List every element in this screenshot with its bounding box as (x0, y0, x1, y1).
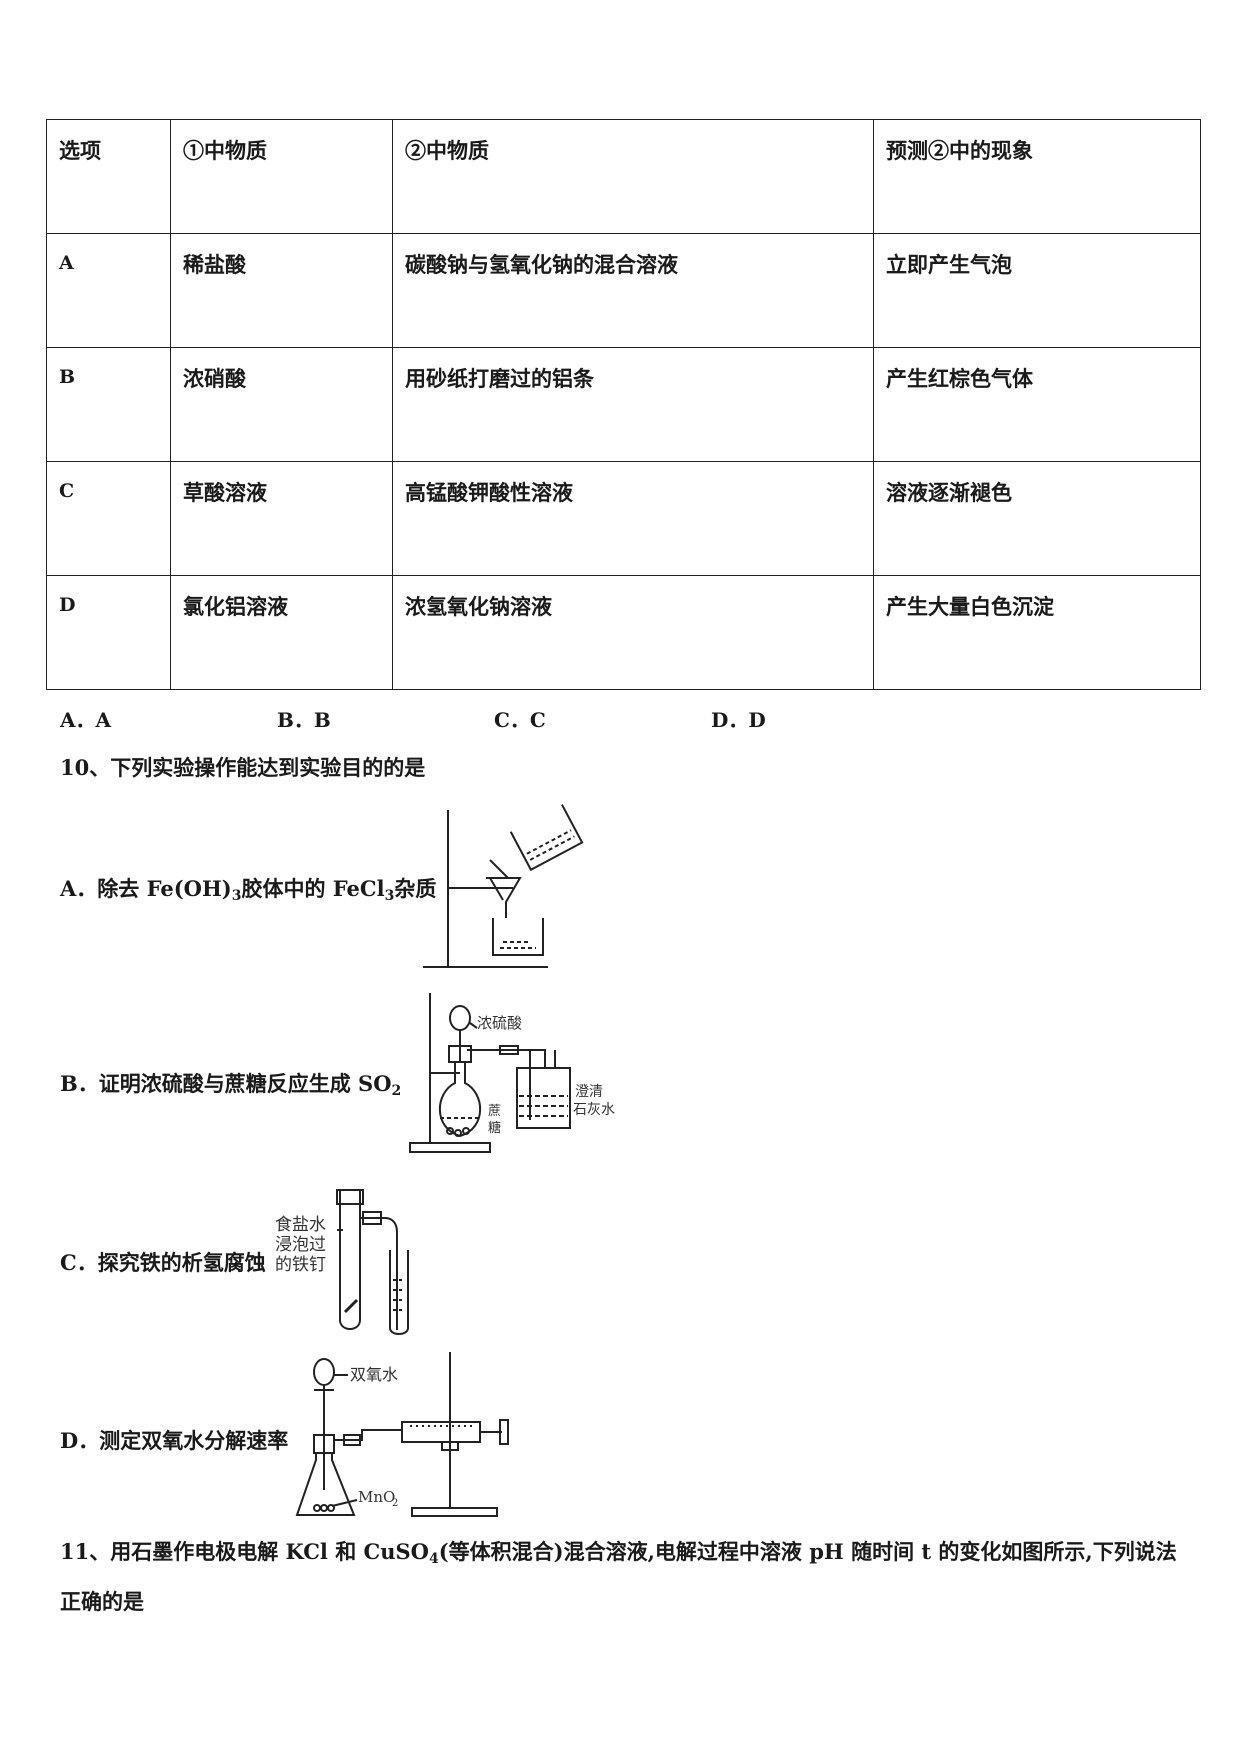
label-sucrose-2: 糖 (488, 1120, 501, 1136)
table-cell: 稀盐酸 (170, 233, 393, 348)
header-cell: ①中物质 (170, 119, 393, 234)
table-row: C 草酸溶液 高锰酸钾酸性溶液 溶液逐渐褪色 (46, 461, 1201, 576)
q9-choice-a: A．A (60, 708, 112, 732)
label-limewater-2: 石灰水 (573, 1102, 615, 1118)
q9-choice-d: D．D (711, 708, 766, 732)
table-cell: 产生大量白色沉淀 (873, 575, 1201, 690)
q10-stem: 10、下列实验操作能达到实验目的的是 (60, 755, 426, 780)
table-cell: 浓氢氧化钠溶液 (392, 575, 874, 690)
label-conc-sulfuric-acid: 浓硫酸 (477, 1014, 522, 1032)
table-cell: 浓硝酸 (170, 347, 393, 462)
table-cell: 用砂纸打磨过的铝条 (392, 347, 874, 462)
q10-option-a: A．除去 Fe(OH)3胶体中的 FeCl3杂质 (60, 876, 437, 904)
q11-stem-line1: 11、用石墨作电极电解 KCl 和 CuSO4(等体积混合)混合溶液,电解过程中… (60, 1539, 1177, 1567)
table-row: A 稀盐酸 碳酸钠与氢氧化钠的混合溶液 立即产生气泡 (46, 233, 1201, 348)
label-iron-nail: 的铁钉 (275, 1255, 326, 1275)
filtration-apparatus-image (423, 804, 584, 968)
table-row: B 浓硝酸 用砂纸打磨过的铝条 产生红棕色气体 (46, 347, 1201, 462)
iron-corrosion-apparatus-image: 食盐水 浸泡过 的铁钉 (275, 1189, 409, 1335)
header-cell: ②中物质 (392, 119, 874, 234)
h2o2-rate-apparatus-image: 双氧水 MnO 2 (295, 1352, 509, 1517)
q9-table: 选项 ①中物质 ②中物质 预测②中的现象 A 稀盐酸 碳酸钠与氢氧化钠的混合溶液… (46, 119, 1201, 690)
q11-stem-line2: 正确的是 (60, 1589, 144, 1614)
sugar-acid-apparatus-image: 浓硫酸 澄清 石灰水 蔗 糖 (409, 993, 615, 1153)
label-sucrose-1: 蔗 (488, 1104, 501, 1119)
option-cell: C (46, 461, 171, 576)
table-cell: 草酸溶液 (170, 461, 393, 576)
table-cell: 氯化铝溶液 (170, 575, 393, 690)
table-cell: 立即产生气泡 (873, 233, 1201, 348)
label-hydrogen-peroxide: 双氧水 (350, 1365, 398, 1384)
header-cell: 选项 (46, 119, 171, 234)
table-cell: 碳酸钠与氢氧化钠的混合溶液 (392, 233, 874, 348)
label-soaked: 浸泡过 (275, 1235, 326, 1255)
q9-choice-c: C．C (494, 708, 546, 732)
option-cell: A (46, 233, 171, 348)
q10-option-b: B．证明浓硫酸与蔗糖反应生成 SO2 (60, 1071, 402, 1099)
label-salt-water: 食盐水 (275, 1215, 326, 1235)
table-cell: 溶液逐渐褪色 (873, 461, 1201, 576)
label-limewater-1: 澄清 (575, 1084, 603, 1100)
q10-option-d: D．测定双氧水分解速率 (60, 1428, 289, 1453)
table-row: D 氯化铝溶液 浓氢氧化钠溶液 产生大量白色沉淀 (46, 575, 1201, 690)
header-cell: 预测②中的现象 (873, 119, 1201, 234)
table-cell: 产生红棕色气体 (873, 347, 1201, 462)
q9-choice-b: B．B (277, 708, 331, 732)
option-cell: B (46, 347, 171, 462)
table-cell: 高锰酸钾酸性溶液 (392, 461, 874, 576)
table-header-row: 选项 ①中物质 ②中物质 预测②中的现象 (46, 119, 1201, 234)
label-mno2: MnO (358, 1488, 395, 1506)
q10-option-c: C．探究铁的析氢腐蚀 (60, 1250, 266, 1275)
svg-text:2: 2 (392, 1498, 398, 1509)
option-cell: D (46, 575, 171, 690)
